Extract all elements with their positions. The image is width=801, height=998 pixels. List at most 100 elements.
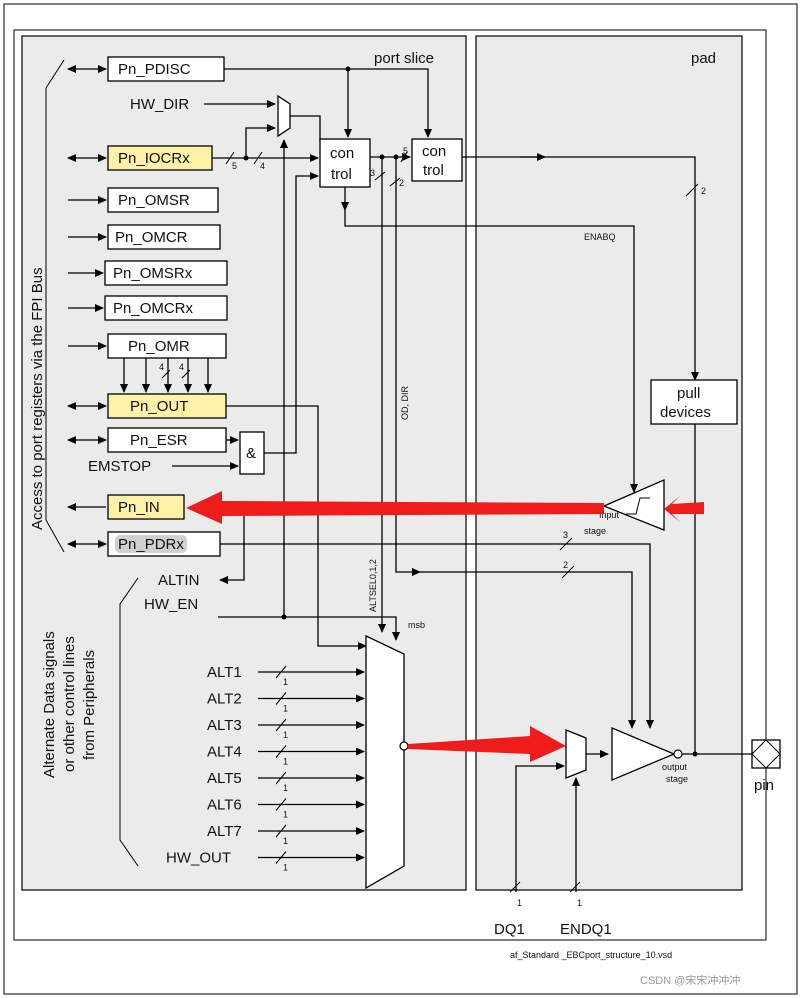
- output-stage-label-2: stage: [666, 774, 688, 784]
- register-omsr: Pn_OMSR: [107, 187, 219, 213]
- svg-text:Pn_OMCRx: Pn_OMCRx: [113, 300, 194, 317]
- alt-input-slash: [275, 771, 287, 785]
- svg-text:con: con: [330, 145, 354, 162]
- output-signal-arrow: [408, 726, 566, 762]
- enabq-label: ENABQ: [584, 232, 616, 242]
- svg-text:Pn_PDRx: Pn_PDRx: [118, 536, 184, 553]
- register-pdisc: Pn_PDISC: [107, 56, 225, 82]
- svg-text:Pn_OUT: Pn_OUT: [130, 398, 188, 415]
- input-signal-path: [664, 496, 704, 522]
- svg-text:Pn_IN: Pn_IN: [118, 499, 160, 516]
- port-slice-label: port slice: [374, 50, 434, 67]
- svg-text:Pn_OMSRx: Pn_OMSRx: [113, 265, 193, 282]
- alt-input-slash: [275, 718, 287, 732]
- alt-input-label: ALT6: [207, 797, 242, 814]
- register-in: Pn_IN: [107, 494, 185, 520]
- pull-devices: pull devices: [650, 379, 738, 425]
- svg-text:trol: trol: [331, 166, 352, 183]
- alt-inputs: ALT11ALT21ALT31ALT41ALT51ALT61ALT71HW_OU…: [166, 664, 365, 873]
- input-stage-label-1: Input: [599, 510, 620, 520]
- od-dir-label: OD, DIR: [400, 385, 410, 420]
- alt-input-label: ALT4: [207, 744, 242, 761]
- msb-label: msb: [408, 620, 425, 630]
- hw-en-label: HW_EN: [144, 596, 198, 613]
- svg-text:Pn_PDISC: Pn_PDISC: [118, 61, 191, 78]
- svg-text:devices: devices: [660, 404, 711, 421]
- ctrl-width-c: 2: [399, 178, 404, 188]
- svg-text:Pn_IOCRx: Pn_IOCRx: [118, 150, 190, 167]
- register-esr: Pn_ESR: [107, 427, 227, 453]
- register-omcr: Pn_OMCR: [107, 224, 221, 250]
- alt-input-label: ALT2: [207, 691, 242, 708]
- register-pdr: Pn_PDRx: [107, 531, 221, 557]
- input-stage: [602, 479, 665, 531]
- dir-mux: [277, 94, 291, 138]
- and-gate: &: [239, 431, 265, 475]
- periph-label-3: from Peripherals: [81, 650, 98, 760]
- output-mux: [365, 634, 405, 890]
- alt-input-width: 1: [283, 783, 288, 793]
- periph-bracket: [119, 577, 139, 867]
- periph-label-2: or other control lines: [61, 636, 78, 772]
- svg-text:Pn_OMR: Pn_OMR: [128, 338, 190, 355]
- omr-width-b: 4: [179, 362, 184, 372]
- select-mux: [565, 729, 587, 779]
- pad-region: [475, 35, 743, 891]
- output-stage-label-1: output: [662, 762, 688, 772]
- alt-input-slash: [275, 745, 287, 758]
- register-iocr: Pn_IOCRx: [107, 145, 213, 171]
- iocr-width-a: 5: [232, 161, 237, 171]
- alt-input-label: ALT7: [207, 823, 242, 840]
- ctrl-width-a: 5: [403, 146, 408, 156]
- endq1-label: ENDQ1: [560, 921, 612, 938]
- altsel-label: ALTSEL0,1,2: [368, 559, 378, 612]
- svg-text:Pn_OMCR: Pn_OMCR: [115, 229, 188, 246]
- input-stage-label-2: stage: [584, 526, 606, 536]
- alt-input-width: 1: [283, 810, 288, 820]
- register-omcrx: Pn_OMCRx: [104, 295, 228, 321]
- alt-input-width: 1: [283, 704, 288, 714]
- register-omr: Pn_OMR: [107, 333, 227, 359]
- alt-input-slash: [275, 692, 287, 705]
- fpi-bus-bracket: [45, 59, 65, 553]
- alt-input-label: ALT5: [207, 770, 242, 787]
- control-block-2: con trol: [411, 138, 463, 182]
- emstop-label: EMSTOP: [88, 458, 151, 475]
- alt-input-label: ALT1: [207, 664, 242, 681]
- pdr-width-b: 2: [563, 560, 568, 570]
- svg-text:Pn_OMSR: Pn_OMSR: [118, 192, 190, 209]
- pad-bus-width: 2: [701, 186, 706, 196]
- alt-input-width: 1: [283, 730, 288, 740]
- alt-input-width: 1: [283, 836, 288, 846]
- svg-text:Pn_ESR: Pn_ESR: [130, 432, 188, 449]
- omr-width-a: 4: [159, 362, 164, 372]
- alt-input-width: 1: [283, 863, 288, 873]
- hw-dir-label: HW_DIR: [130, 96, 189, 113]
- alt-input-label: HW_OUT: [166, 850, 231, 867]
- svg-text:pull: pull: [677, 385, 700, 402]
- svg-text:pin: pin: [754, 777, 774, 794]
- control-block-1: con trol: [319, 138, 371, 188]
- alt-input-slash: [275, 798, 287, 811]
- fpi-bus-label: Access to port registers via the FPI Bus: [29, 267, 46, 530]
- diagram-border: [13, 29, 767, 941]
- filename-label: af_Standard _EBCport_structure_10.vsd: [510, 950, 672, 960]
- alt-input-slash: [275, 824, 287, 838]
- endq1-width: 1: [577, 898, 582, 908]
- input-signal-arrow: [186, 491, 604, 524]
- alt-input-width: 1: [283, 677, 288, 687]
- periph-label-1: Alternate Data signals: [41, 631, 58, 778]
- dq1-label: DQ1: [494, 921, 525, 938]
- pin: pin: [751, 739, 781, 794]
- register-omsrx: Pn_OMSRx: [104, 260, 228, 286]
- ctrl-width-b: 3: [370, 168, 375, 178]
- alt-input-slash: [275, 665, 287, 679]
- dq1-width: 1: [517, 898, 522, 908]
- svg-text:con: con: [422, 143, 446, 160]
- iocr-width-b: 4: [260, 161, 265, 171]
- svg-text:&: &: [246, 445, 256, 462]
- watermark: CSDN @宋宋冲冲冲: [640, 973, 740, 987]
- alt-input-width: 1: [283, 757, 288, 767]
- register-out: Pn_OUT: [107, 393, 227, 419]
